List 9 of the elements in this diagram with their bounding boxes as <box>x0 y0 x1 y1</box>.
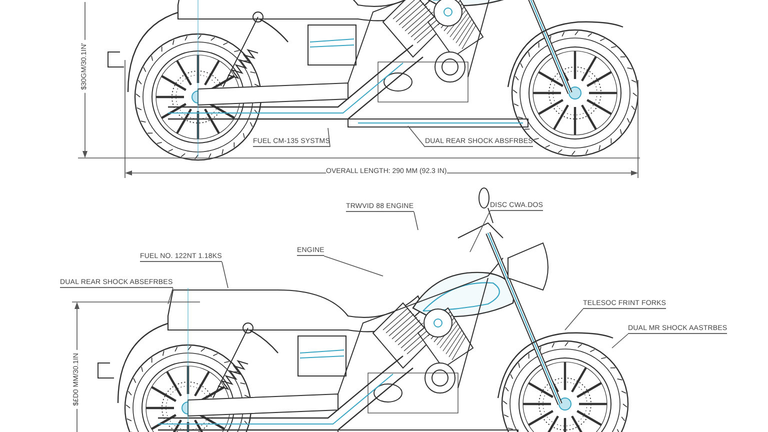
leader-line <box>612 334 628 348</box>
leader-line <box>564 308 584 330</box>
leader-line <box>328 128 330 148</box>
leader-line <box>470 210 490 252</box>
leader-line <box>324 256 384 276</box>
leader-line <box>222 262 228 288</box>
leader-line <box>408 126 426 148</box>
leader-line <box>168 288 174 304</box>
leader-line <box>414 212 418 230</box>
